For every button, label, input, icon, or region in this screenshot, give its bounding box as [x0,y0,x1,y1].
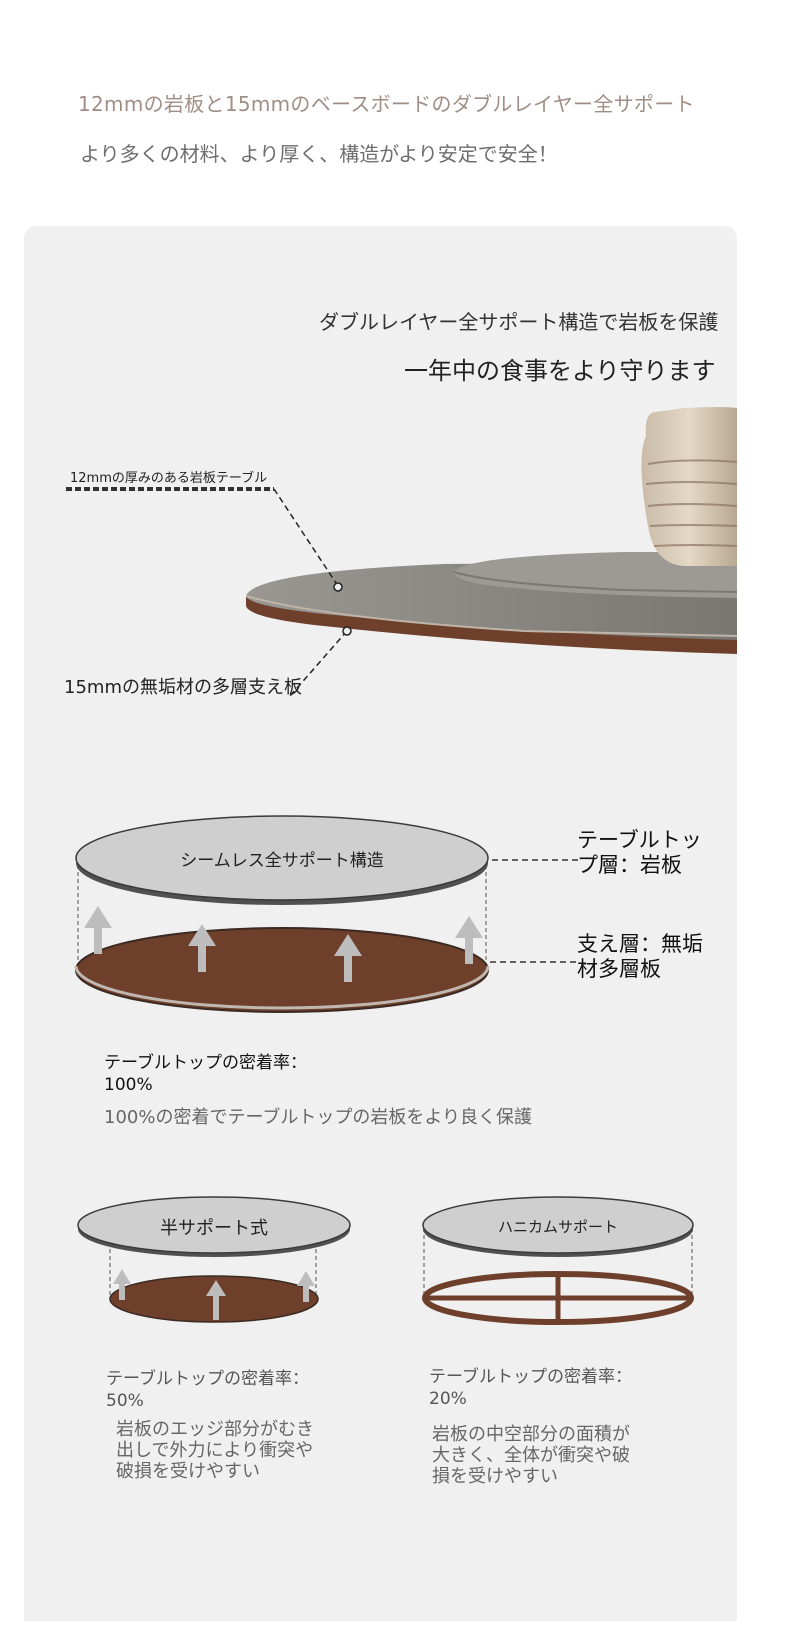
half-support-density: テーブルトップの密着率：50% [106,1369,309,1411]
panel-title-2: 一年中の食事をより守ります [404,357,716,385]
honeycomb-density: テーブルトップの密着率：20% [429,1367,632,1409]
full-support-diagram [74,815,579,1013]
layer-top-label: テーブルトップ層：岩板 [577,828,702,877]
layer-support-label: 支え層：無垢材多層板 [577,932,703,981]
density-desc: 100%の密着でテーブルトップの岩板をより良く保護 [104,1107,533,1128]
structure-illustration [66,407,737,1325]
honeycomb-desc: 岩板の中空部分の面積が大きく、全体が衝突や破損を受けやすい [432,1424,630,1487]
panel-title-1: ダブルレイヤー全サポート構造で岩板を保護 [319,310,719,334]
honeycomb-label: ハニカムサポート [497,1218,618,1236]
header-line-2: より多くの材料、より厚く、構造がより安定で安全！ [80,142,558,166]
header-line-1: 12mmの岩板と15mmのベースボードのダブルレイヤー全サポート [78,92,695,116]
seamless-support-label: シームレス全サポート構造 [180,851,384,871]
density-title: テーブルトップの密着率：100% [104,1053,307,1095]
half-support-desc: 岩板のエッジ部分がむき出しで外力により衝突や破損を受けやすい [116,1419,314,1482]
label-base-board: 15mmの無垢材の多層支え板 [64,677,302,698]
support-arrow-icon [84,906,483,982]
label-top-slab: 12mmの厚みのある岩板テーブル [70,471,268,486]
callout-top-slab [66,487,343,592]
half-support-diagram [77,1196,351,1323]
vase-icon [641,407,737,566]
support-arrow-icon [113,1269,315,1320]
callout-base-board [289,626,352,697]
structure-panel: ダブルレイヤー全サポート構造で岩板を保護 一年中の食事をより守ります 12mmの… [24,226,737,1621]
half-support-label: 半サポート式 [160,1218,268,1239]
honeycomb-diagram [422,1196,694,1325]
table-photo [245,407,737,654]
